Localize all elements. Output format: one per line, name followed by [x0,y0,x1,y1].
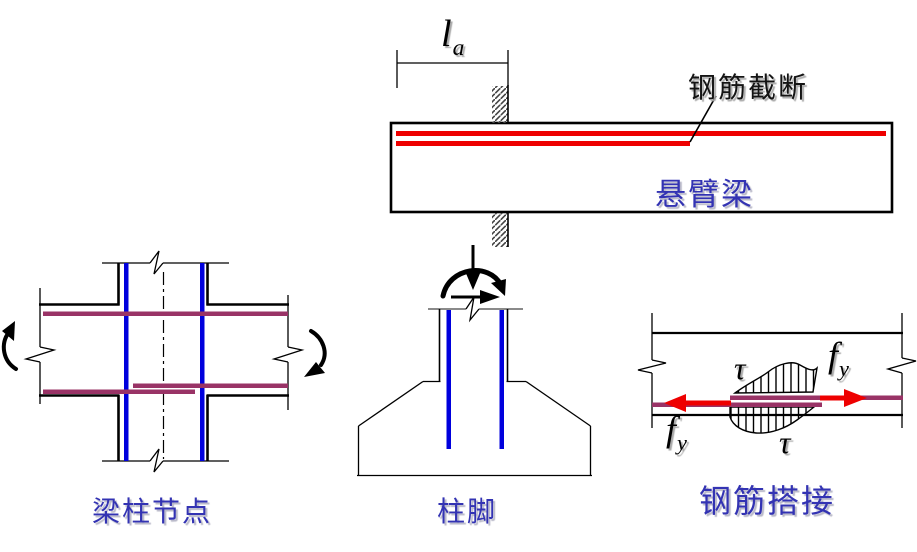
tau-top-label: τ [734,350,746,386]
beam-top-rebar [43,311,288,316]
column-foot-label: 柱脚 [437,497,498,528]
fy-symbol: f [828,335,839,375]
column-foot-diagram [357,245,592,477]
bond-stress-blob-bottom [729,406,816,434]
bond-stress-blob-top [732,362,819,394]
support-wall-hatch-bottom [492,213,508,247]
beam-column-joint-label: 梁柱节点 [92,497,213,528]
fy-right-label: fy [828,334,849,382]
beam-column-joint-diagram [1,250,327,473]
rebar-lap-label: 钢筋搭接 [699,483,836,519]
break-symbol [885,357,917,374]
lap-bar-lower [652,402,822,407]
moment-arrowhead-right [304,362,325,377]
anchorage-length-symbol: l [441,13,452,55]
column-rebar-left [446,310,451,449]
break-symbol [149,250,164,275]
fy-subscript: y [677,429,687,455]
column-rebar-right [499,310,504,449]
moment-arrow-right [309,329,327,367]
tau-bottom-label: τ [779,424,791,460]
fy-subscript: y [839,355,849,381]
cantilever-beam-outline [389,121,894,214]
cutoff-rebar [396,141,690,146]
bar-force-arrowhead-left [664,394,686,412]
break-symbol [23,346,57,363]
break-symbol [465,296,480,323]
footing-slope-right [525,380,591,427]
beam-bottom-rebar-right [133,383,288,388]
moment-arrowhead-left [2,321,15,341]
support-wall-hatch-top [492,86,508,123]
continuous-rebar [396,131,886,136]
break-symbol [637,359,667,374]
column-rebar-right [200,263,205,461]
beam-bottom-rebar-left [43,389,195,394]
shear-force-arrowhead [480,290,500,304]
bar-force-arrowhead-right [844,389,867,407]
anchorage-length-label: la [441,12,464,62]
break-symbol [271,346,305,363]
column-rebar-left [124,263,129,461]
anchorage-length-subscript: a [452,35,465,62]
moment-arrowhead [491,279,506,296]
fy-symbol: f [666,409,677,449]
cantilever-beam-label: 悬臂梁 [655,177,754,212]
break-symbol [149,448,164,473]
lap-splice-diagram [637,313,917,434]
footing-slope-left [358,380,424,427]
cantilever-beam-diagram [389,50,894,247]
rebar-cutoff-label: 钢筋截断 [688,73,809,104]
fy-left-label: fy [666,408,687,456]
moment-arc [440,268,504,299]
axial-force-arrowhead [465,271,481,290]
cutoff-leader-line [689,95,717,143]
lap-bar-upper [730,395,903,400]
